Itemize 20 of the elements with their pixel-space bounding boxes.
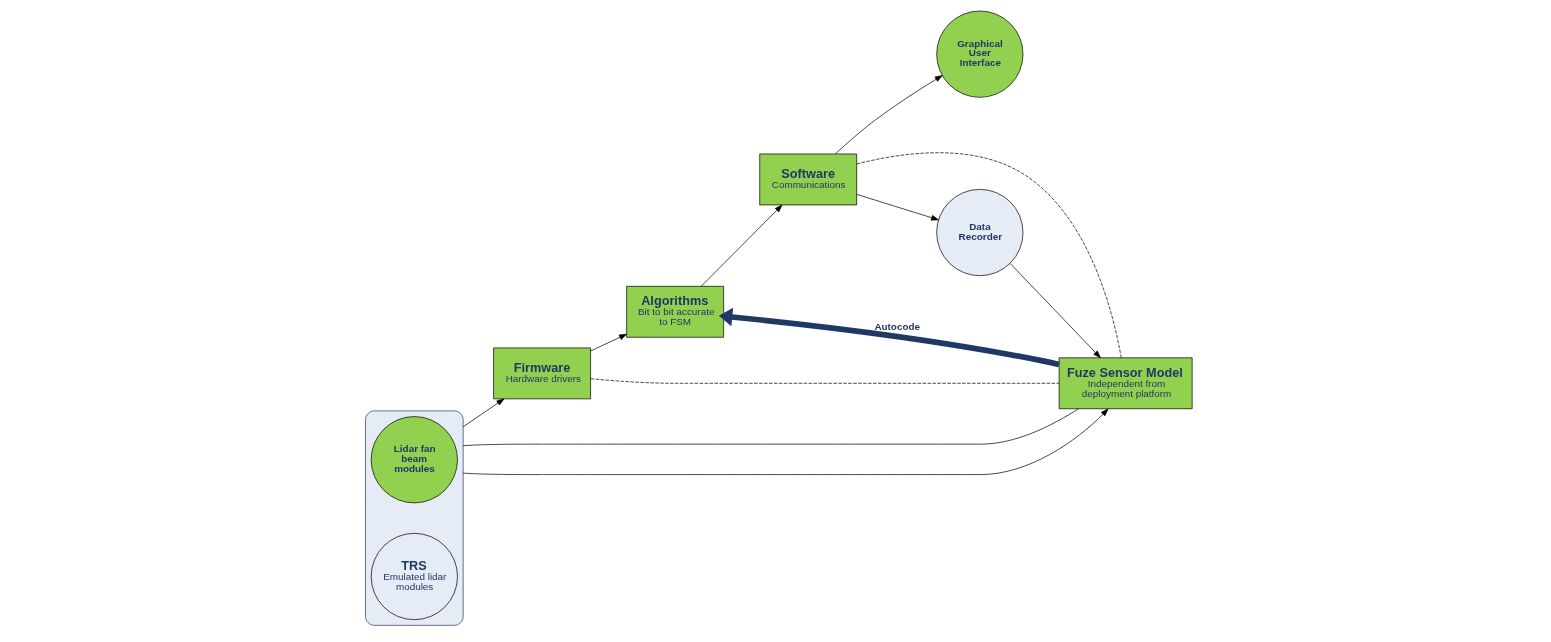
node-box: Fuze Sensor Model Independent from deployment platform: [1058, 357, 1193, 410]
node-circle: Data Recorder: [935, 189, 1023, 277]
arrow: [462, 408, 1108, 475]
node-box: Firmware Hardware drivers: [492, 347, 591, 400]
connector: [590, 378, 1059, 384]
arrow: [700, 204, 782, 287]
arrow: [1009, 263, 1101, 359]
node-circle: Lidar fan beam modules: [370, 416, 458, 504]
connector: [856, 152, 1122, 359]
arrow: [462, 398, 504, 428]
node-box: Software Communications: [758, 153, 857, 206]
arrow: [718, 307, 1060, 368]
arrow: [589, 333, 627, 352]
cluster: [364, 410, 464, 626]
edge-label: Autocode: [873, 321, 920, 333]
arrow: [834, 75, 943, 155]
connector: [462, 408, 1079, 447]
arrow: [855, 194, 939, 221]
node-circle: TRS Emulated lidar modules: [370, 532, 458, 621]
node-box: Algorithms Bit to bit accurate to FSM: [625, 285, 724, 338]
